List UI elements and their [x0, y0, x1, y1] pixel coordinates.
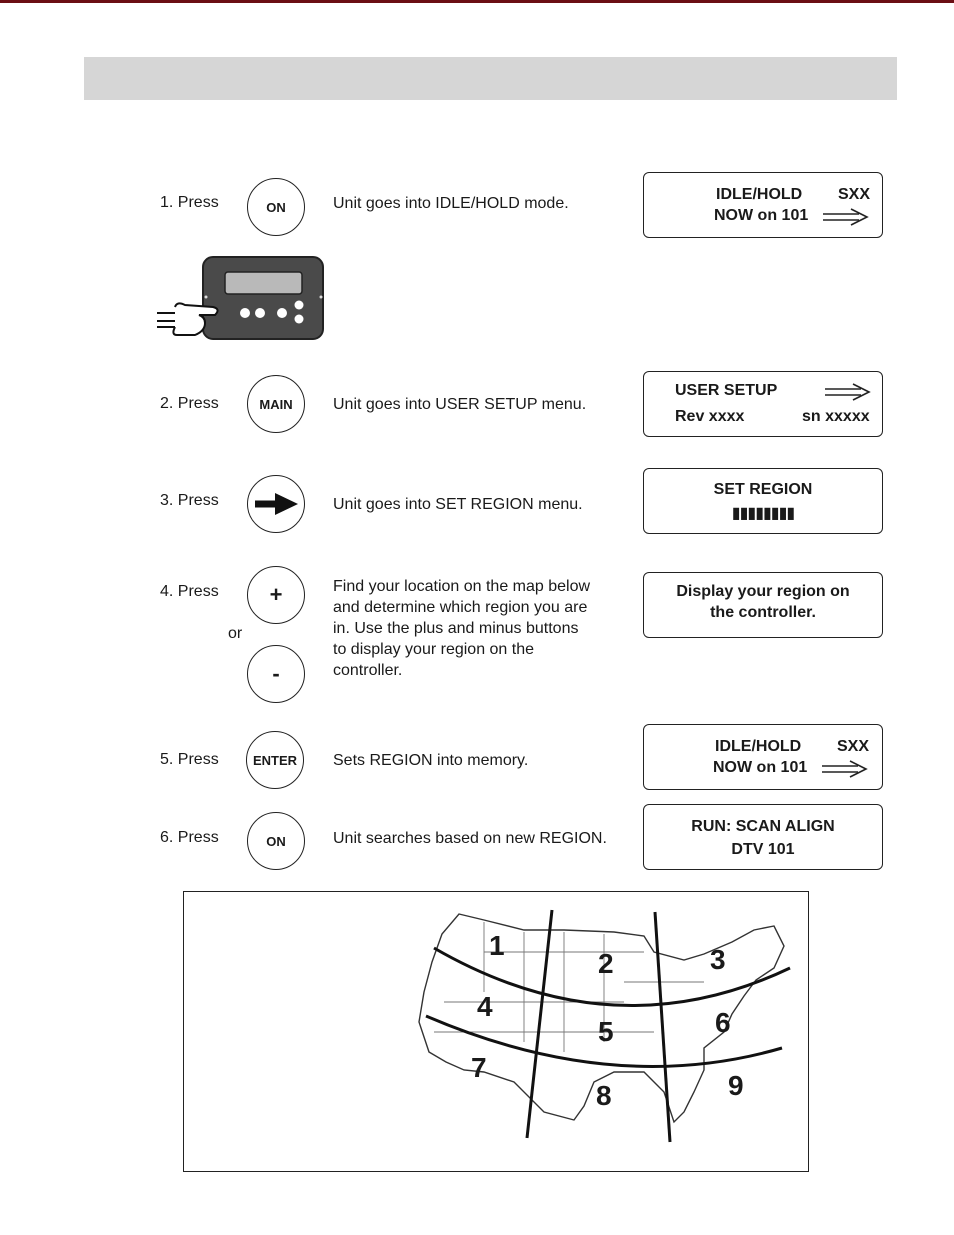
description-line: controller.	[333, 662, 403, 679]
double-arrow-icon	[822, 760, 868, 778]
double-arrow-icon	[823, 208, 869, 226]
on-button[interactable]: ON	[247, 178, 305, 236]
display-line: SET REGION	[713, 481, 813, 498]
display-line: IDLE/HOLD	[715, 738, 802, 755]
display-line: NOW on 101	[713, 759, 808, 776]
step-4-description: Find your location on the map below and …	[333, 576, 590, 681]
section-header-bar	[84, 57, 897, 100]
step-4-label: 4. Press	[160, 583, 219, 600]
display-line: Rev xxxx	[675, 408, 745, 425]
step-5-description: Sets REGION into memory.	[333, 752, 529, 769]
step-6-label: 6. Press	[160, 829, 219, 846]
double-arrow-icon	[825, 383, 871, 401]
region-label: 2	[598, 948, 614, 979]
description-line: and determine which region you are	[333, 599, 588, 616]
right-arrow-button[interactable]	[247, 475, 305, 533]
description-line: in. Use the plus and minus buttons	[333, 620, 579, 637]
display-line: Display your region on	[676, 583, 850, 600]
plus-button[interactable]: +	[247, 566, 305, 624]
region-label: 7	[471, 1052, 487, 1083]
display-line: SXX	[837, 738, 870, 755]
step-1-label: 1. Press	[160, 194, 219, 211]
minus-button[interactable]: -	[247, 645, 305, 703]
description-line: to display your region on the	[333, 641, 535, 658]
step-3-label: 3. Press	[160, 492, 219, 509]
step-6-description: Unit searches based on new REGION.	[333, 830, 607, 847]
region-label: 8	[596, 1080, 612, 1111]
step-2-label: 2. Press	[160, 395, 219, 412]
display-progress-blocks: ▮▮▮▮▮▮▮▮	[731, 505, 795, 522]
arrow-right-icon	[255, 493, 298, 515]
display-region-instruction: Display your region on the controller.	[643, 572, 883, 638]
step-5-label: 5. Press	[160, 751, 219, 768]
region-label: 4	[477, 991, 493, 1022]
or-label: or	[228, 625, 243, 642]
step-3-description: Unit goes into SET REGION menu.	[333, 496, 583, 513]
controller-illustration	[155, 255, 325, 345]
display-run-scan: RUN: SCAN ALIGN DTV 101	[643, 804, 883, 870]
enter-button[interactable]: ENTER	[246, 731, 304, 789]
display-line: the controller.	[710, 604, 816, 621]
us-map-outline	[418, 909, 791, 1143]
region-label: 3	[710, 944, 726, 975]
display-line: sn xxxxx	[802, 408, 870, 425]
display-idle-hold: IDLE/HOLD SXX NOW on 101	[643, 172, 883, 238]
region-label: 6	[715, 1007, 731, 1038]
display-user-setup: USER SETUP Rev xxxx sn xxxxx	[643, 371, 883, 437]
step-2-description: Unit goes into USER SETUP menu.	[333, 396, 587, 413]
on-button[interactable]: ON	[247, 812, 305, 870]
display-line: DTV 101	[731, 841, 795, 858]
display-line: IDLE/HOLD	[716, 186, 803, 203]
description-line: Find your location on the map below	[333, 578, 591, 595]
region-label: 1	[489, 930, 505, 961]
region-label: 5	[598, 1016, 614, 1047]
display-idle-hold: IDLE/HOLD SXX NOW on 101	[643, 724, 883, 790]
step-1-description: Unit goes into IDLE/HOLD mode.	[333, 195, 569, 212]
display-set-region: SET REGION ▮▮▮▮▮▮▮▮	[643, 468, 883, 534]
display-line: RUN: SCAN ALIGN	[691, 818, 835, 835]
region-map: 1 2 3 4 5 6 7 8 9	[183, 891, 809, 1172]
display-line: USER SETUP	[675, 382, 778, 399]
main-button[interactable]: MAIN	[247, 375, 305, 433]
top-rule	[0, 0, 954, 3]
display-line: NOW on 101	[714, 207, 809, 224]
region-label: 9	[728, 1070, 744, 1101]
display-line: SXX	[838, 186, 871, 203]
